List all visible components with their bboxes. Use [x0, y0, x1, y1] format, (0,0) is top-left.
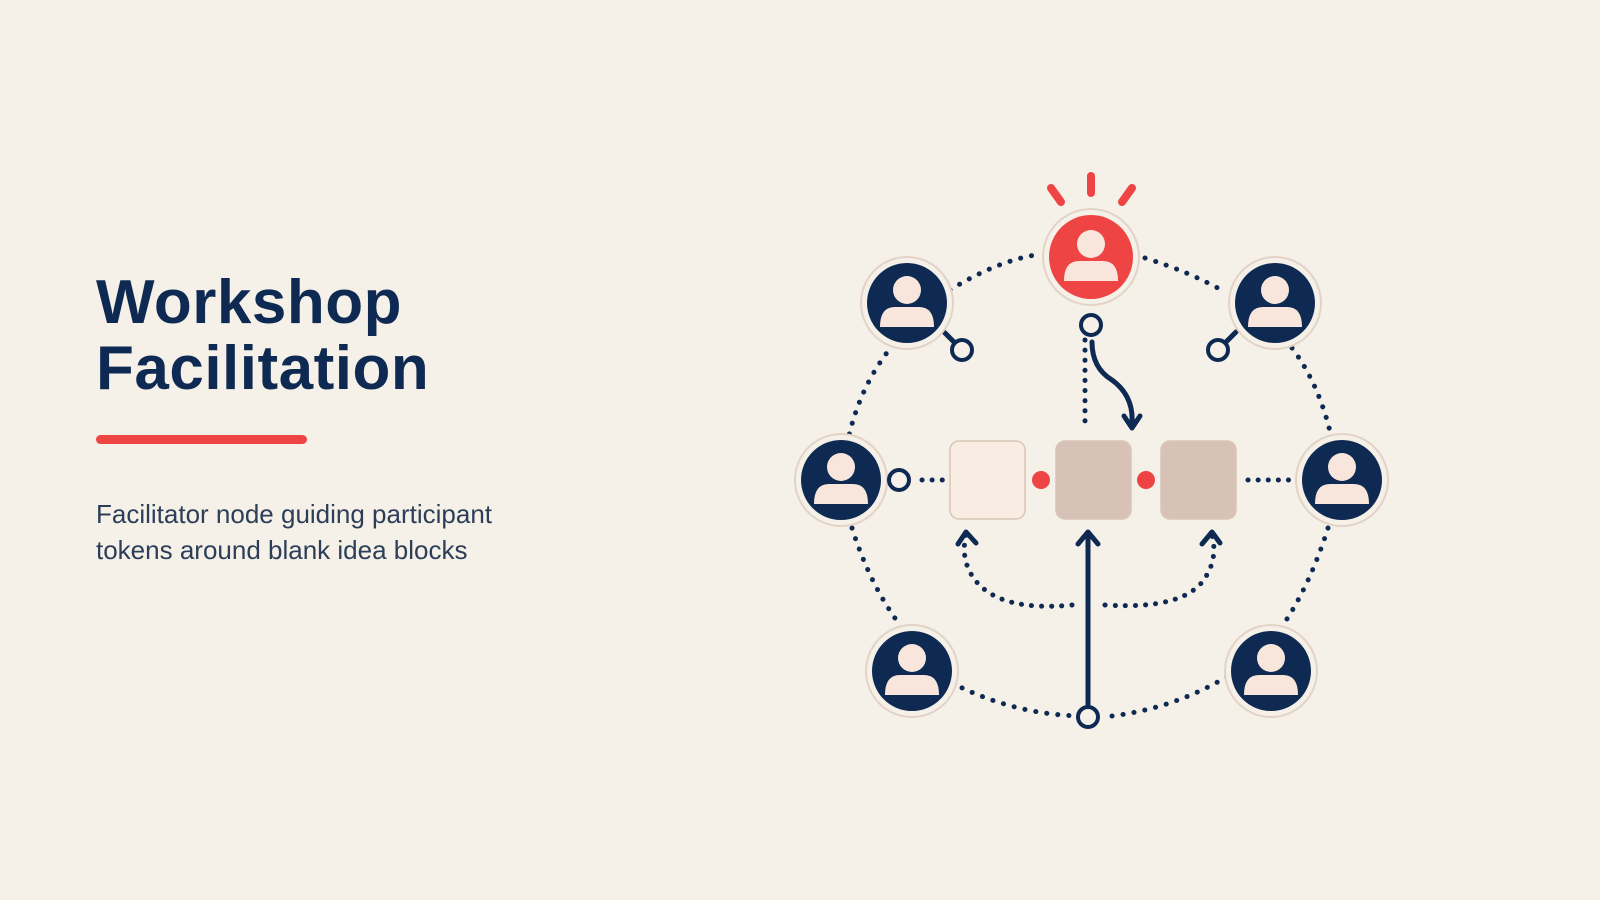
facilitator-guides — [1082, 337, 1143, 431]
ring-segment — [1280, 525, 1331, 628]
participant-node — [860, 256, 954, 350]
participant-node — [1295, 433, 1389, 527]
junction-nodes — [887, 313, 1230, 729]
junction-node — [1206, 338, 1230, 362]
title-line-1: Workshop — [96, 268, 402, 337]
title-line-2: Facilitation — [96, 334, 430, 403]
participants — [794, 256, 1389, 718]
junction-node — [1079, 313, 1103, 337]
ring-segment — [1109, 673, 1231, 719]
flow-arc-left-head — [955, 529, 979, 547]
page-title: Workshop Facilitation — [96, 270, 616, 402]
participant-node — [1224, 624, 1318, 718]
facilitator-highlight-burst — [1047, 172, 1136, 206]
facilitator-arrow-head — [1121, 413, 1143, 431]
participant-node — [1228, 256, 1322, 350]
participant-ring — [845, 252, 1335, 719]
title-accent-bar — [96, 435, 307, 444]
subtitle-line-1: Facilitator node guiding participant — [96, 499, 493, 529]
flow-arc-left — [961, 532, 1075, 609]
ring-segment — [1289, 345, 1335, 443]
block-link-dots — [1032, 471, 1155, 489]
ring-segment — [949, 680, 1085, 719]
participant-node — [865, 624, 959, 718]
ring-segment — [947, 252, 1038, 293]
ring-segment — [1142, 255, 1228, 295]
subtitle-line-2: tokens around blank idea blocks — [96, 535, 468, 565]
flow-arc-right — [1102, 532, 1217, 609]
idea-block — [1055, 440, 1132, 520]
junction-node — [1076, 705, 1100, 729]
facilitator-curved-arrow — [1089, 339, 1135, 427]
facilitator-node — [1042, 208, 1140, 306]
junction-node — [887, 468, 911, 492]
burst-ray — [1047, 184, 1065, 206]
flow-arc-right-head — [1199, 529, 1223, 547]
participant-node — [794, 433, 888, 527]
idea-flow-arrows — [955, 529, 1223, 711]
text-panel: Workshop Facilitation Facilitator node g… — [96, 270, 616, 568]
idea-blocks — [949, 440, 1237, 520]
idea-block — [1160, 440, 1237, 520]
junction-node — [950, 338, 974, 362]
idea-block — [949, 440, 1026, 520]
subtitle: Facilitator node guiding participant tok… — [96, 496, 616, 568]
ring-segment — [845, 342, 896, 443]
flow-central-head — [1075, 529, 1101, 547]
block-link-dot — [1137, 471, 1155, 489]
burst-ray — [1118, 184, 1136, 206]
block-link-dot — [1032, 471, 1050, 489]
ring-segment — [849, 525, 903, 628]
